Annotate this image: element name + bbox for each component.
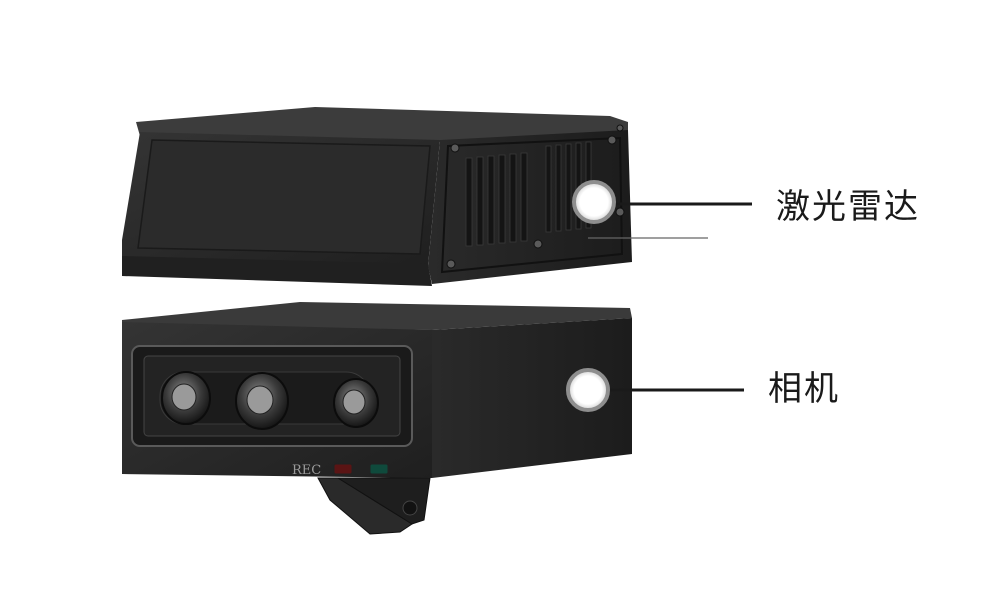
camera-mount-hole bbox=[402, 500, 418, 516]
lidar-vent-left bbox=[465, 152, 528, 247]
rec-indicator-green bbox=[369, 463, 389, 475]
camera-top-face bbox=[122, 302, 632, 330]
lidar-bottom-lip bbox=[122, 256, 432, 286]
lidar-unit bbox=[122, 107, 752, 286]
camera-lenses bbox=[159, 371, 379, 430]
camera-marker bbox=[566, 368, 610, 412]
lidar-label: 激光雷达 bbox=[776, 187, 920, 227]
rec-indicator-red bbox=[333, 463, 353, 475]
camera-side-face bbox=[432, 318, 632, 478]
rec-label: REC bbox=[292, 463, 321, 478]
camera-label: 相机 bbox=[768, 369, 840, 409]
lidar-screws bbox=[446, 124, 625, 269]
lidar-front-window bbox=[137, 139, 431, 255]
lidar-marker bbox=[572, 180, 616, 224]
lidar-top-face bbox=[136, 107, 628, 142]
lidar-side-panel bbox=[440, 136, 624, 274]
camera-unit: REC bbox=[122, 302, 744, 535]
